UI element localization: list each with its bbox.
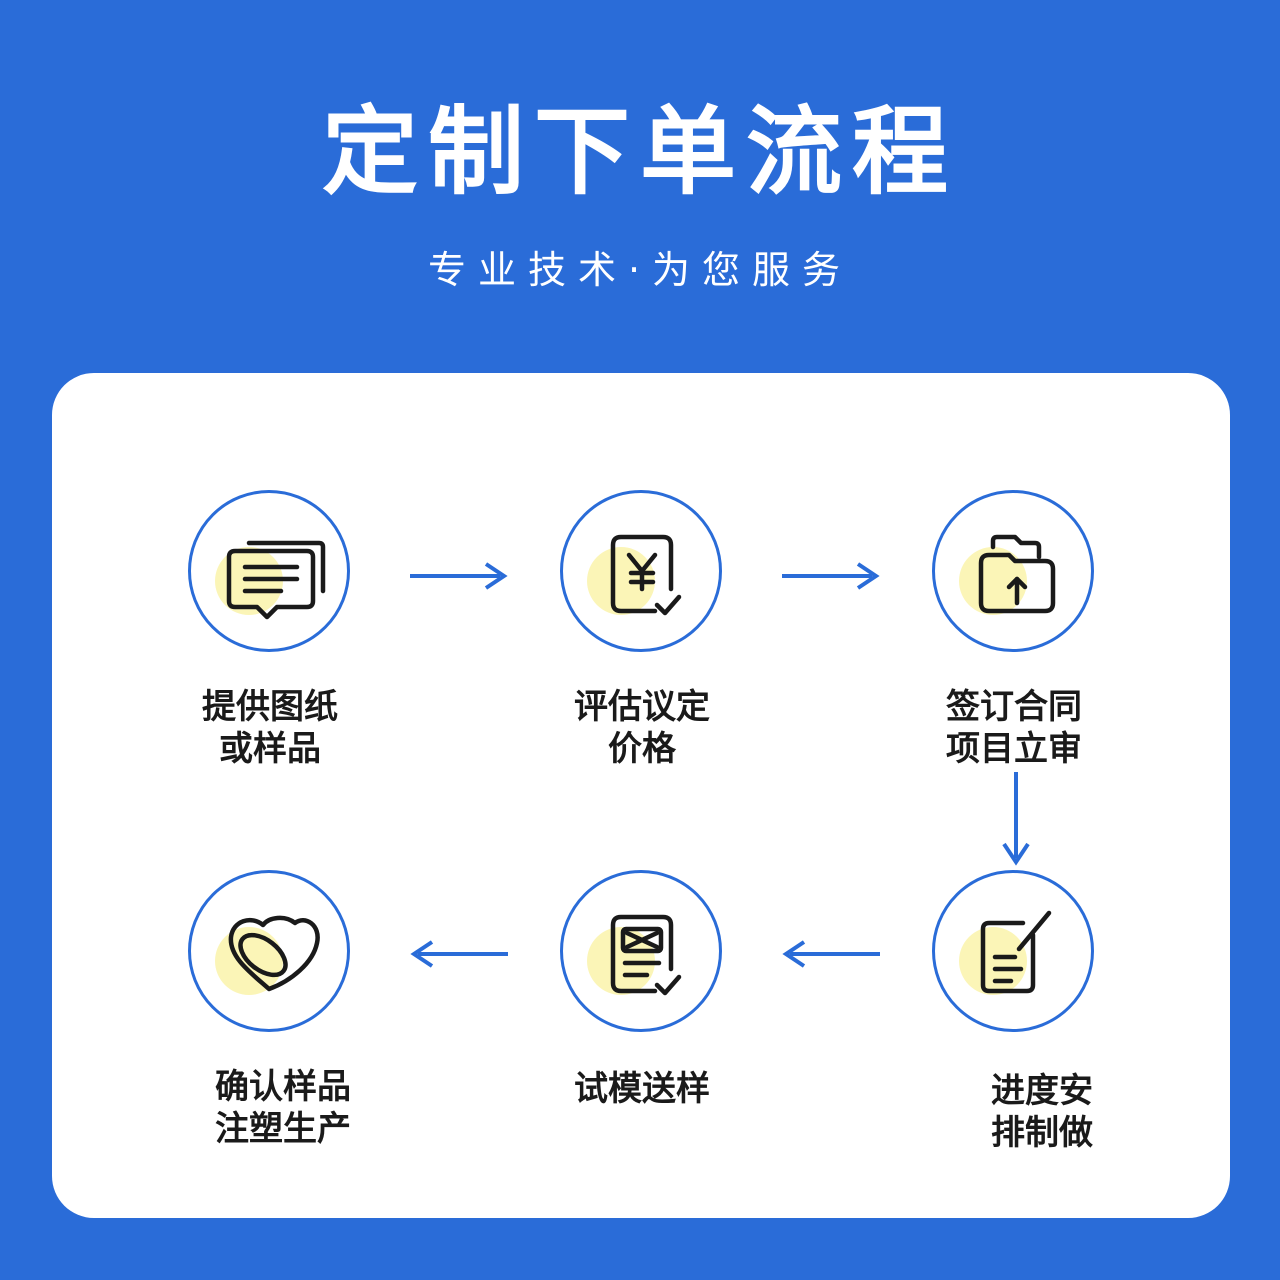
arrow-down	[1002, 772, 1030, 866]
step-3-circle	[932, 490, 1094, 652]
step-3-label: 签订合同 项目立审	[946, 687, 1082, 769]
arrow-left-1	[782, 940, 880, 968]
step-1-label: 提供图纸 或样品	[202, 687, 338, 769]
step-1-circle	[188, 490, 350, 652]
step-2-circle	[560, 490, 722, 652]
arrow-right-2	[782, 562, 880, 590]
step-4-circle	[932, 870, 1094, 1032]
arrow-right-1	[410, 562, 508, 590]
yen-receipt-icon	[587, 534, 682, 616]
step-5-label: 试模送样	[574, 1069, 710, 1109]
heart-bean-icon	[215, 915, 320, 995]
step-6-label: 确认样品 注塑生产	[215, 1067, 351, 1149]
checked-document-icon	[587, 914, 682, 996]
arrow-left-2	[410, 940, 508, 968]
step-4-label: 进度安 排制做	[991, 1071, 1093, 1153]
step-6-circle	[188, 870, 350, 1032]
step-5-circle	[560, 870, 722, 1032]
page-title: 定制下单流程	[322, 96, 958, 208]
chat-document-icon	[215, 540, 326, 620]
step-2-label: 评估议定 价格	[574, 687, 710, 769]
folder-upload-icon	[959, 534, 1056, 615]
page-subtitle: 专业技术·为您服务	[427, 248, 853, 292]
edit-document-icon	[959, 910, 1052, 995]
